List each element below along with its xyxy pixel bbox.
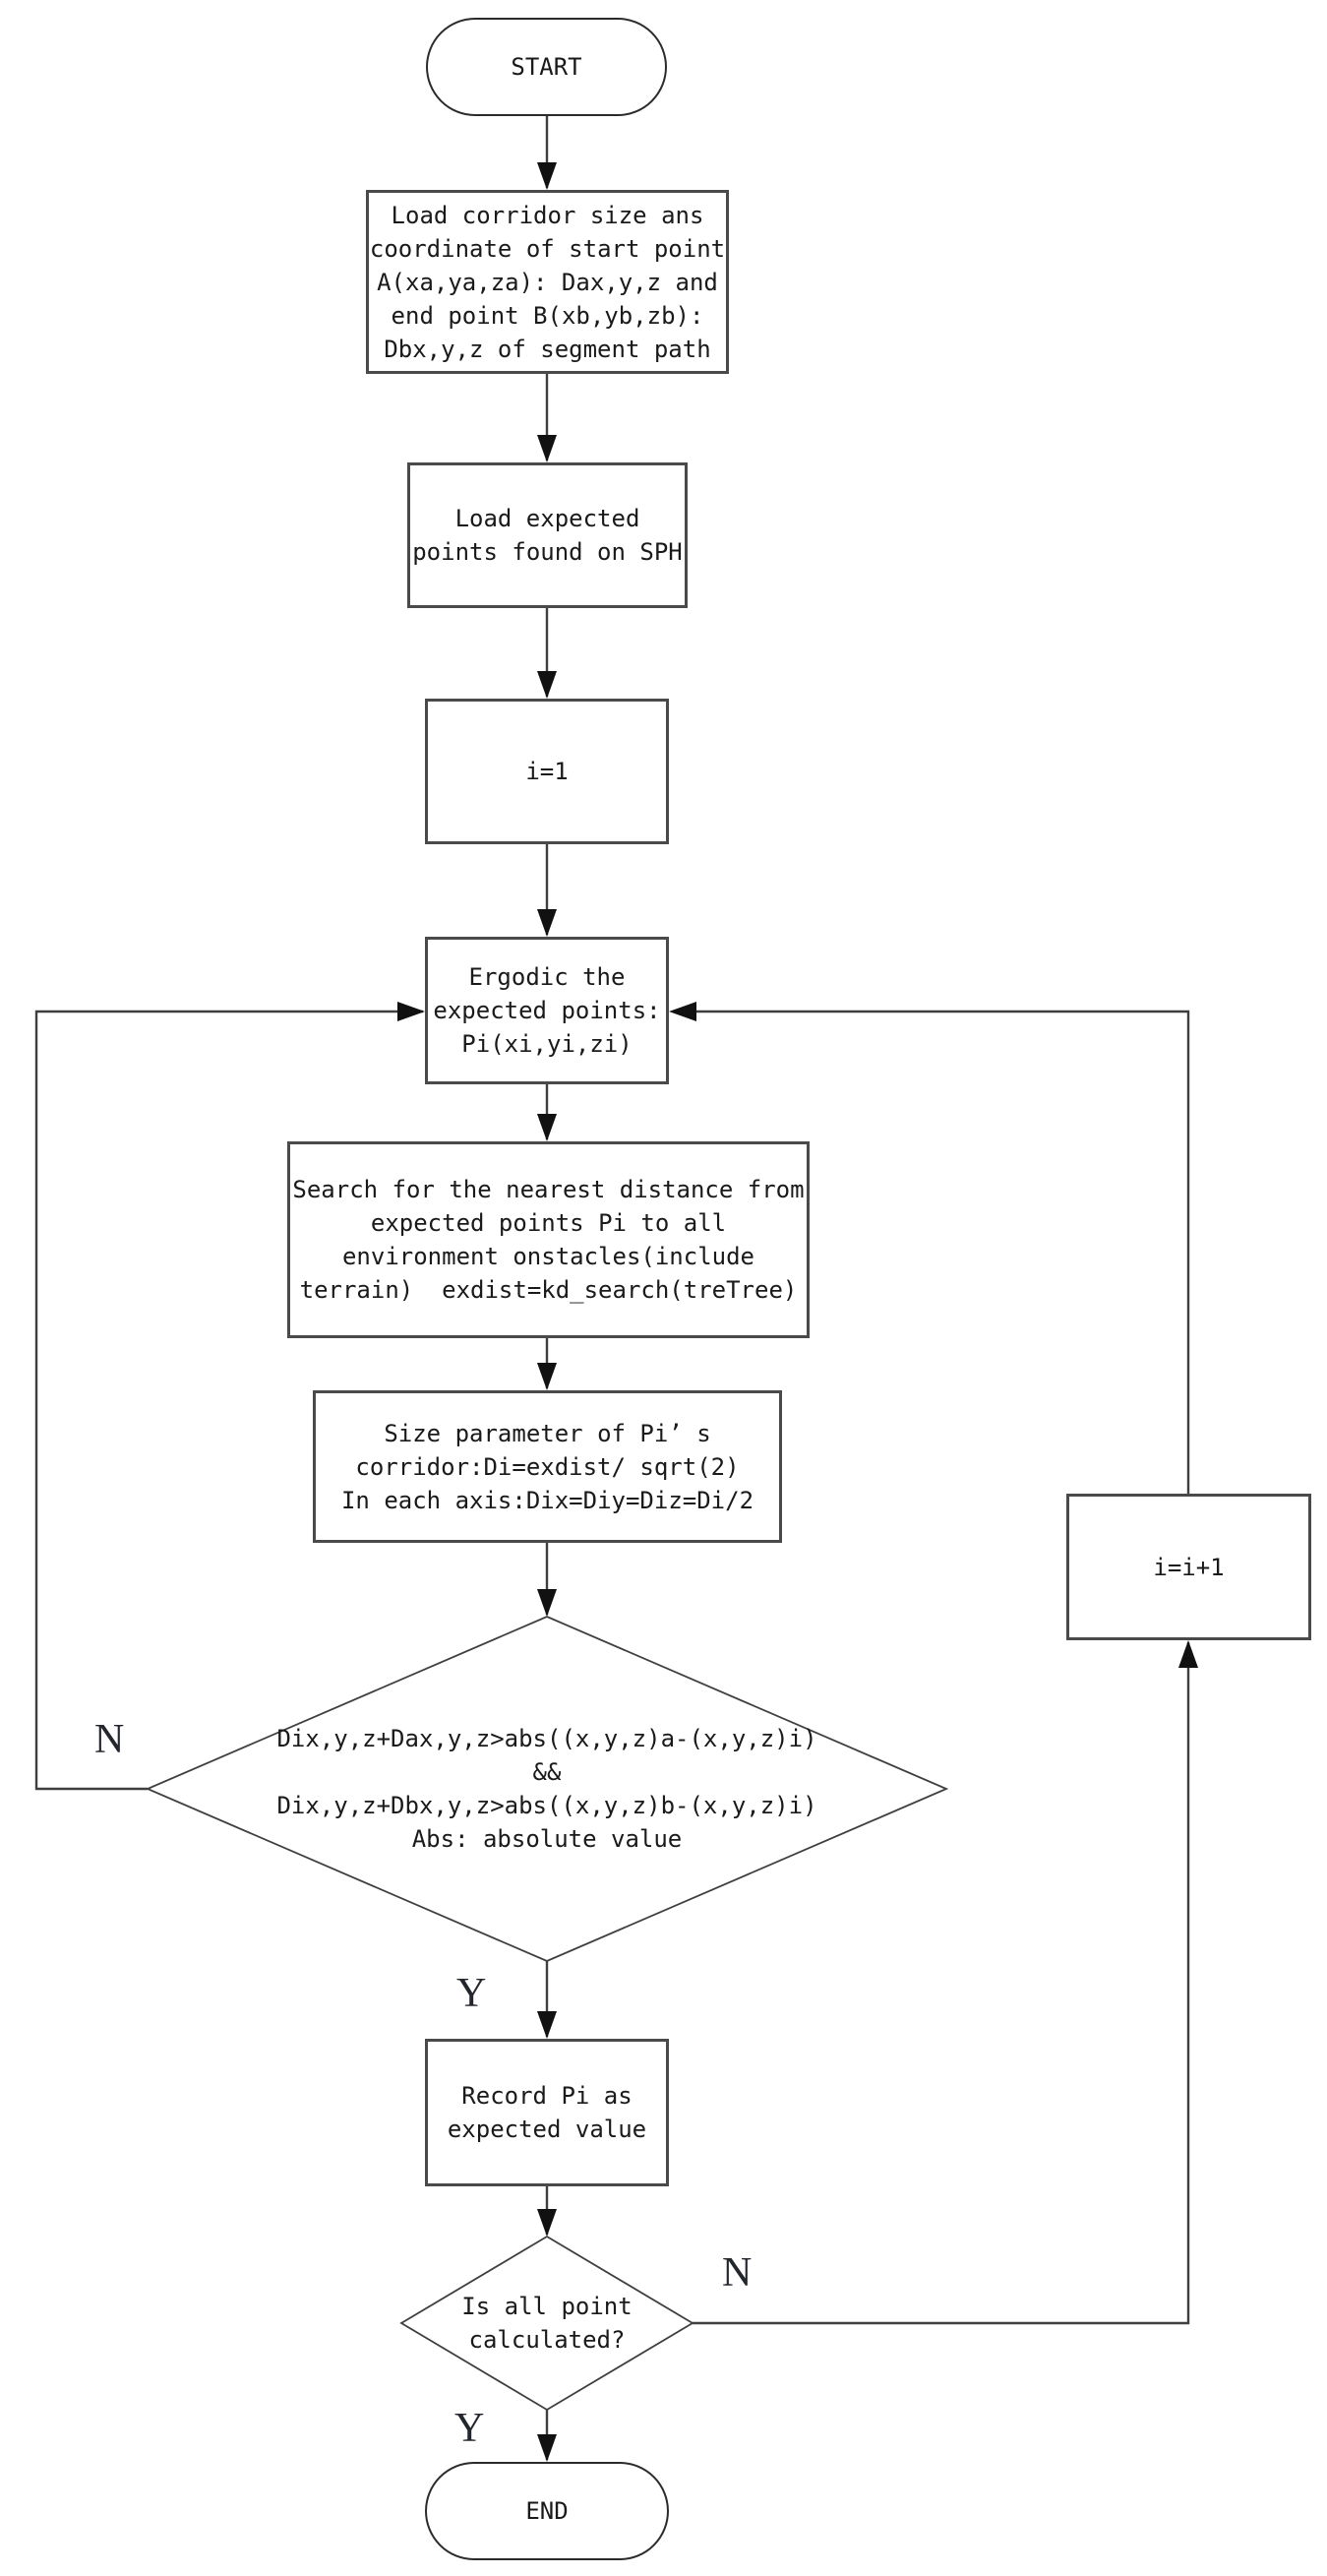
all-points-check-decision-text: Is all point calculated? <box>461 2293 633 2354</box>
arrowhead-to-record <box>537 2011 557 2039</box>
arrowhead-to-increment <box>1178 1640 1198 1668</box>
edge-corridor-check-no-loop <box>34 1010 423 1791</box>
corridor-check-diamond <box>145 1616 949 1962</box>
corridor-check-yes-label: Y <box>456 1971 487 2016</box>
size-parameter-process: Size parameter of Pi’ s corridor:Di=exdi… <box>313 1390 782 1543</box>
all-points-check-diamond <box>399 2235 694 2412</box>
arrowhead-to-size <box>537 1363 557 1390</box>
arrowhead-to-ergodic-left <box>397 1002 425 1021</box>
all-points-no-label: N <box>722 2250 753 2296</box>
arrowhead-to-end <box>537 2434 557 2462</box>
arrowhead-to-ergodic-right <box>669 1002 696 1021</box>
arrowhead-to-init <box>537 671 557 699</box>
all-points-yes-label: Y <box>454 2406 485 2451</box>
corridor-check-no-label: N <box>94 1717 125 1762</box>
search-nearest-distance-process: Search for the nearest distance from exp… <box>287 1141 810 1338</box>
end-terminator: END <box>425 2462 669 2560</box>
start-terminator: START <box>426 18 667 116</box>
init-counter-process: i=1 <box>425 699 669 844</box>
ergodic-points-process: Ergodic the expected points: Pi(xi,yi,zi… <box>425 937 669 1084</box>
load-corridor-process: Load corridor size ans coordinate of sta… <box>366 190 729 374</box>
edge-all-points-no-to-increment <box>693 1642 1190 2325</box>
corridor-check-decision-text: Dix,y,z+Dax,y,z>abs((x,y,z)a-(x,y,z)i) &… <box>276 1725 817 1853</box>
arrowhead-to-search <box>537 1114 557 1141</box>
arrowhead-to-ergodic-top <box>537 909 557 937</box>
arrowhead-to-all-points-check <box>537 2209 557 2237</box>
arrowhead-to-load-expected <box>537 435 557 462</box>
record-point-process: Record Pi as expected value <box>425 2039 669 2186</box>
load-expected-points-process: Load expected points found on SPH <box>407 462 688 608</box>
arrowhead-to-corridor-check <box>537 1589 557 1617</box>
increment-counter-process: i=i+1 <box>1066 1494 1311 1640</box>
arrowhead-to-load-corridor <box>537 162 557 190</box>
edge-increment-to-ergodic <box>673 1010 1190 1494</box>
